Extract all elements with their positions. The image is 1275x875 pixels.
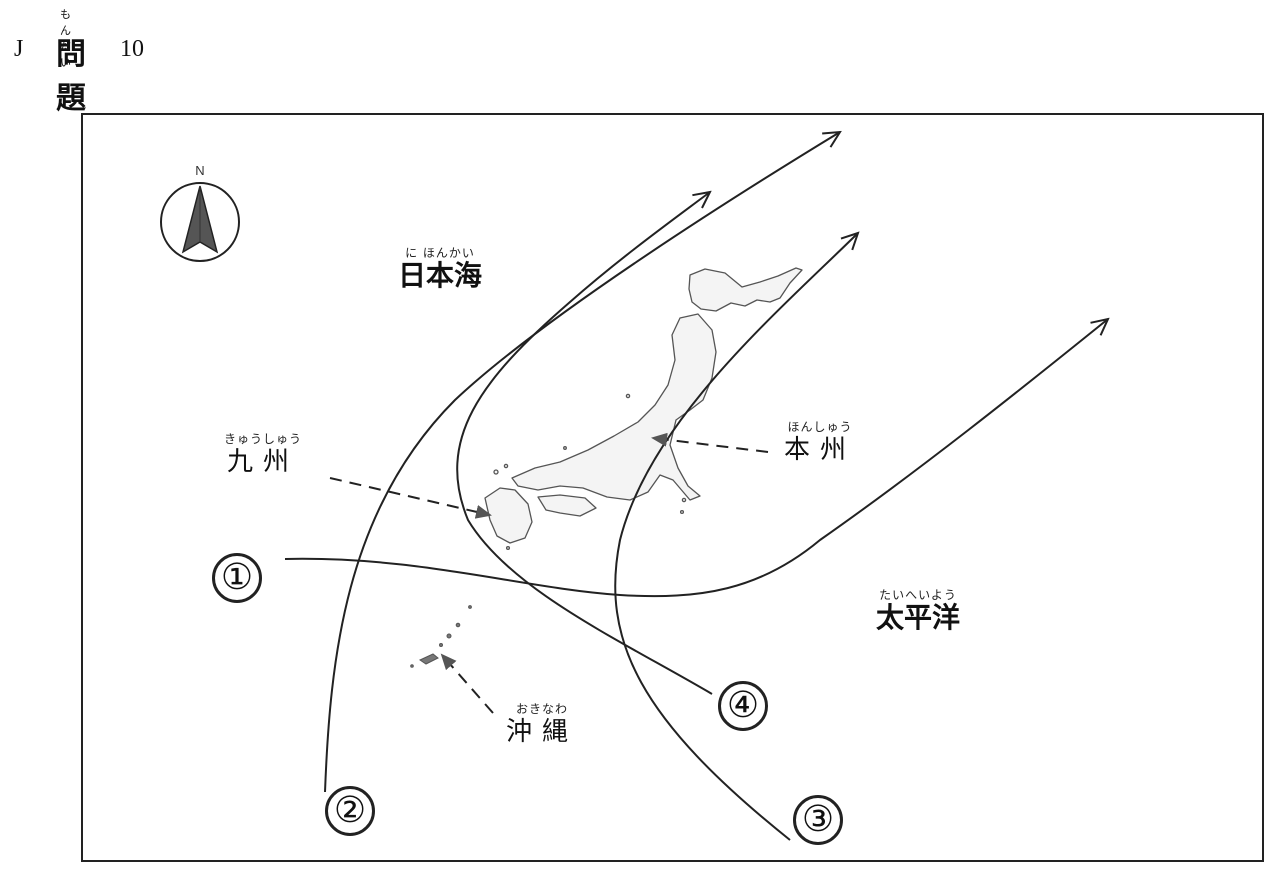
route-3-marker: ③	[793, 795, 843, 845]
title-ruby: もんだい	[60, 8, 72, 69]
okinawa-label: おきなわ 沖縄	[492, 700, 592, 747]
route-2-marker: ②	[325, 786, 375, 836]
okinawa-pointer	[440, 653, 494, 714]
hokkaido	[688, 267, 803, 312]
kyushu-ruby: きゅうしゅう	[223, 432, 302, 446]
kyushu-label: きゅうしゅう 九州	[208, 430, 318, 477]
okinawa-islands	[410, 605, 472, 668]
okinawa-text: 沖縄	[505, 717, 578, 747]
japan-landmass	[484, 267, 803, 551]
question-number: 10	[120, 36, 144, 62]
route-2-line	[324, 132, 840, 793]
sea-of-japan-ruby: に ほんかい	[405, 246, 475, 260]
map-frame	[81, 113, 1264, 862]
pacific-ruby: たいへいよう	[879, 588, 957, 602]
kyushu	[484, 487, 533, 544]
route-1-line	[284, 319, 1108, 598]
route-4-marker: ④	[718, 681, 768, 731]
honshu-ruby: ほんしゅう	[787, 420, 853, 434]
compass-north-icon	[160, 182, 240, 262]
pacific-label: たいへいよう 太平洋	[858, 586, 978, 633]
kyushu-text: 九州	[226, 447, 299, 477]
route-1-marker: ①	[212, 553, 262, 603]
honshu-label: ほんしゅう 本州	[770, 418, 870, 465]
route-4-line	[456, 192, 713, 695]
honshu	[511, 313, 717, 501]
okinawa-ruby: おきなわ	[515, 702, 568, 716]
pacific-text: 太平洋	[875, 601, 960, 634]
compass-label: N	[195, 163, 204, 178]
sea-of-japan-label: に ほんかい 日本海	[380, 244, 500, 291]
sea-of-japan-text: 日本海	[397, 259, 482, 292]
route-3-line	[614, 233, 858, 841]
shikoku	[537, 494, 597, 517]
question-title: 問題	[56, 37, 86, 116]
kyushu-pointer	[329, 477, 492, 519]
question-letter: J	[14, 36, 24, 62]
honshu-text: 本州	[783, 435, 856, 465]
